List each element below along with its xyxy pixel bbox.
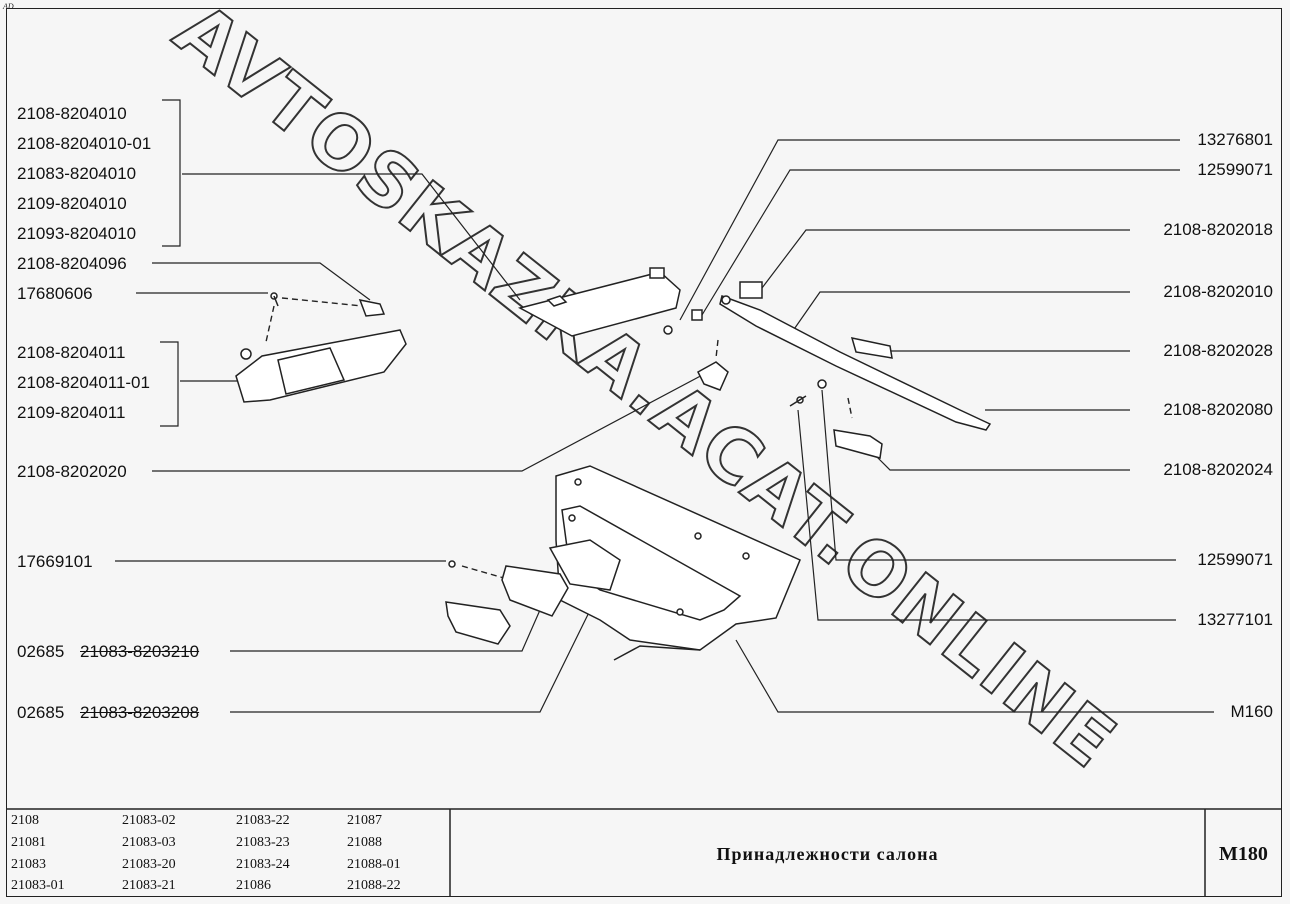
model-1-1: 2108 bbox=[11, 813, 39, 828]
callout-sun-visor-4: 2109-8204010 bbox=[17, 194, 127, 213]
callout-r-8202028: 2108-8202028 bbox=[1163, 341, 1273, 360]
leader-r2 bbox=[701, 169, 1180, 316]
leader-switch-2 bbox=[230, 589, 601, 713]
callout-visor-left-2: 2108-8204011-01 bbox=[17, 373, 150, 392]
visor-bracket bbox=[697, 361, 729, 391]
callout-r-8202080: 2108-8202080 bbox=[1163, 400, 1273, 419]
model-3-3: 21083-24 bbox=[236, 857, 290, 872]
model-2-3: 21083-20 bbox=[122, 857, 176, 872]
handle-rail bbox=[719, 281, 992, 459]
leader-r1 bbox=[679, 139, 1180, 321]
sun-visor-left bbox=[235, 292, 407, 403]
leader-clip bbox=[152, 262, 371, 301]
console-panel bbox=[548, 465, 801, 661]
callout-sun-visor-1: 2108-8204010 bbox=[17, 104, 127, 123]
callout-r-8202024: 2108-8202024 bbox=[1163, 460, 1273, 479]
corner-mark: AD bbox=[3, 2, 14, 11]
callout-visor-left-3: 2109-8204011 bbox=[17, 403, 126, 422]
callout-sun-visor-2: 2108-8204010-01 bbox=[17, 134, 152, 153]
callout-r-8202010: 2108-8202010 bbox=[1163, 282, 1273, 301]
callout-r-8202018: 2108-8202018 bbox=[1163, 220, 1273, 239]
leader-bracket bbox=[152, 371, 709, 472]
section-code: M180 bbox=[1219, 843, 1268, 865]
callout-bracket: 2108-8202020 bbox=[17, 462, 127, 481]
model-4-3: 21088-01 bbox=[347, 857, 401, 872]
callout-r-13277101: 13277101 bbox=[1197, 610, 1273, 629]
model-2-2: 21083-03 bbox=[122, 835, 176, 850]
leader-r10 bbox=[735, 639, 1214, 713]
model-4-2: 21088 bbox=[347, 835, 382, 850]
leader-r4 bbox=[789, 291, 1130, 336]
callout-r-12599071-a: 12599071 bbox=[1197, 160, 1273, 179]
leader-sun-visor bbox=[182, 173, 521, 301]
watermark-text: AVTOSKAZKA.ACAT.ONLINE bbox=[159, 0, 1132, 786]
callout-r-12599071-b: 12599071 bbox=[1197, 550, 1273, 569]
sun-visor-right bbox=[517, 267, 703, 337]
sheet-title: Принадлежности салона bbox=[716, 844, 939, 864]
model-3-2: 21083-23 bbox=[236, 835, 290, 850]
model-2-4: 21083-21 bbox=[122, 878, 176, 893]
callout-switch-2-prefix: 02685 bbox=[17, 703, 65, 722]
callout-sun-visor-5: 21093-8204010 bbox=[17, 224, 137, 243]
callout-switch-2: 21083-8203208 bbox=[80, 703, 200, 722]
model-3-1: 21083-22 bbox=[236, 813, 290, 828]
bracket-1 bbox=[162, 99, 181, 247]
callout-sun-visor-3: 21083-8204010 bbox=[17, 164, 137, 183]
drawing-frame bbox=[6, 8, 1282, 897]
callout-clip: 2108-8204096 bbox=[17, 254, 127, 273]
leader-r3 bbox=[761, 229, 1130, 289]
callout-visor-left-1: 2108-8204011 bbox=[17, 343, 126, 362]
leader-switch-1 bbox=[230, 609, 541, 652]
model-1-3: 21083 bbox=[11, 857, 46, 872]
leader-r9 bbox=[797, 409, 1176, 621]
model-2-1: 21083-02 bbox=[122, 813, 176, 828]
model-3-4: 21086 bbox=[236, 878, 271, 893]
callout-switch-1-prefix: 02685 bbox=[17, 642, 65, 661]
callout-r-13276801: 13276801 bbox=[1197, 130, 1273, 149]
callout-screw: 17680606 bbox=[17, 284, 93, 303]
callout-switch-1: 21083-8203210 bbox=[80, 642, 200, 661]
bracket-2 bbox=[160, 341, 179, 427]
model-1-4: 21083-01 bbox=[11, 878, 65, 893]
model-4-4: 21088-22 bbox=[347, 878, 401, 893]
leader-r7 bbox=[871, 451, 1130, 471]
switch-blocks bbox=[445, 560, 569, 645]
model-1-2: 21081 bbox=[11, 835, 46, 850]
callout-screw-2: 17669101 bbox=[17, 552, 93, 571]
callout-r-m160: M160 bbox=[1230, 702, 1273, 721]
leader-r8 bbox=[821, 389, 1176, 561]
model-4-1: 21087 bbox=[347, 813, 382, 828]
